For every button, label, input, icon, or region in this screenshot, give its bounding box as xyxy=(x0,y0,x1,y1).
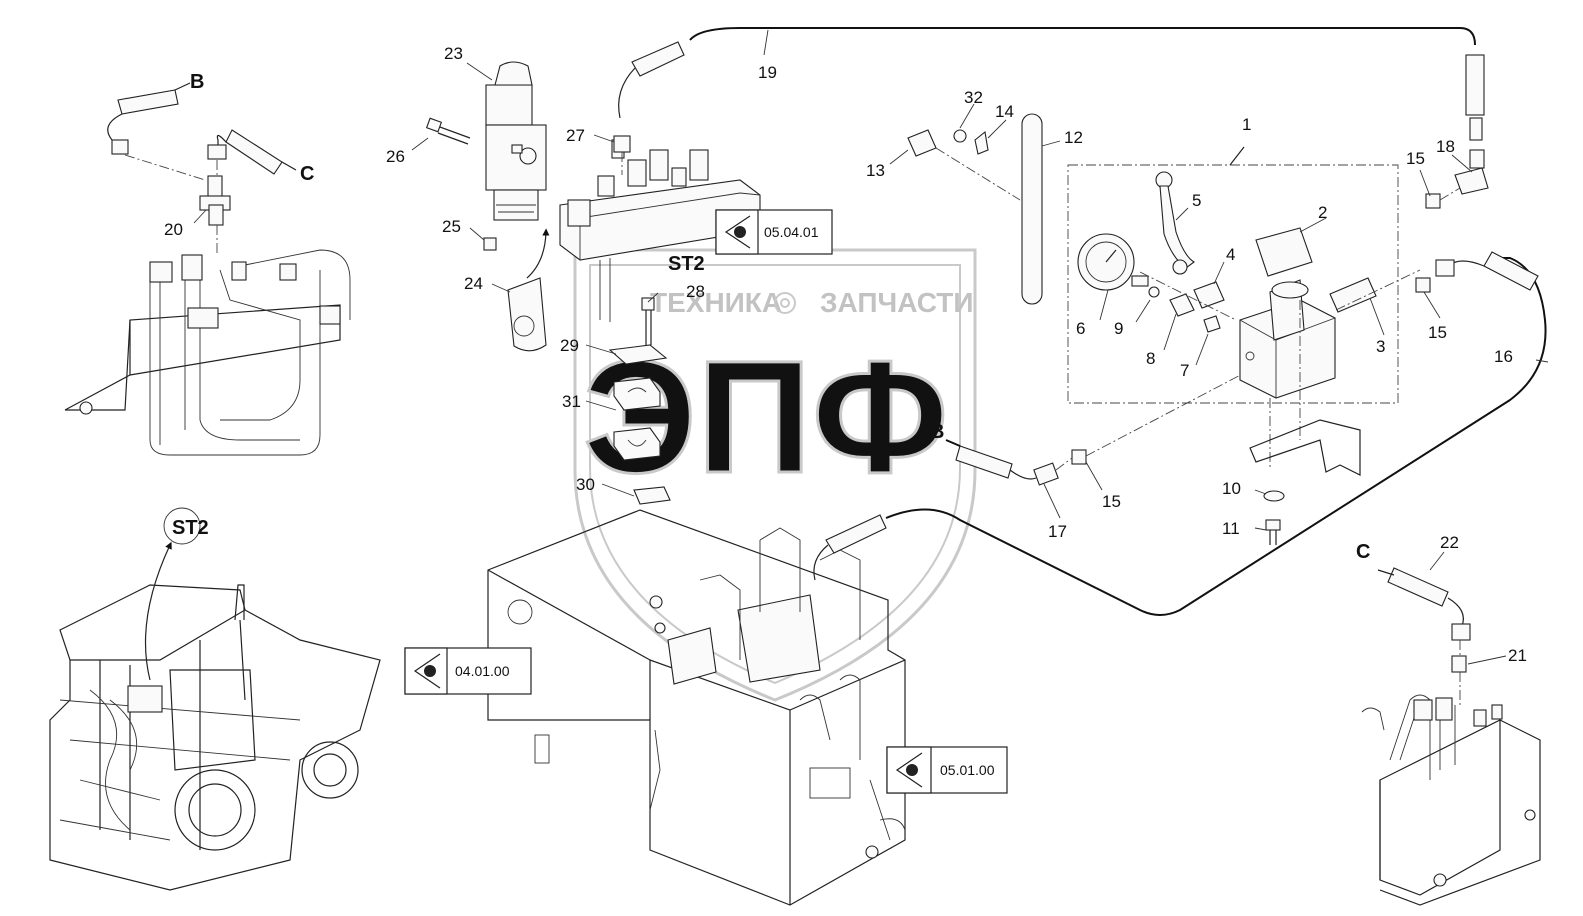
coupling-3 xyxy=(1329,277,1377,313)
callout-2: 2 xyxy=(1318,203,1327,222)
callout-labels: 1 2 3 4 5 6 7 8 9 10 11 12 13 14 15 15 1… xyxy=(164,44,1527,665)
solenoid-valve xyxy=(485,61,547,221)
mount-bracket xyxy=(1249,419,1361,545)
callout-7: 7 xyxy=(1180,361,1189,380)
connector-labels: B C B C ST2 ST2 xyxy=(163,71,1370,563)
hose-16 xyxy=(1415,251,1539,293)
callout-15-top: 15 xyxy=(1406,149,1425,168)
eye-icon xyxy=(895,752,923,788)
bottom-right-subassembly xyxy=(1361,567,1541,906)
st2-marker xyxy=(163,507,201,545)
watermark-text-1: ТЕХНИКА xyxy=(650,287,782,318)
callout-6: 6 xyxy=(1076,319,1085,338)
seal-9 xyxy=(1148,286,1160,298)
watermark-text-2: ЗАПЧАСТИ xyxy=(820,287,973,318)
hand-lever-5 xyxy=(1155,171,1195,275)
hose-19 xyxy=(618,27,1485,141)
callout-13: 13 xyxy=(866,161,885,180)
connector-c-right: C xyxy=(1356,541,1370,563)
eye-icon xyxy=(413,653,441,689)
callout-25: 25 xyxy=(442,217,461,236)
connector-b-mid: B xyxy=(930,421,944,443)
reference-box-050401[interactable]: 05.04.01 xyxy=(715,209,833,255)
callout-16: 16 xyxy=(1494,347,1513,366)
reference-box-050100[interactable]: 05.01.00 xyxy=(886,746,1008,794)
pressure-gauge-6 xyxy=(1077,233,1149,291)
callout-12: 12 xyxy=(1064,128,1083,147)
pump-block xyxy=(1239,227,1336,399)
pump-assembly-boundary xyxy=(1067,164,1399,404)
fitting-7 xyxy=(1203,315,1221,333)
fitting-27 xyxy=(613,135,631,153)
callout-23: 23 xyxy=(444,44,463,63)
leader-lines xyxy=(193,29,1549,665)
callout-15-mid: 15 xyxy=(1102,492,1121,511)
callout-10: 10 xyxy=(1222,479,1241,498)
callout-1: 1 xyxy=(1242,115,1251,134)
eye-icon xyxy=(724,215,751,249)
callout-31: 31 xyxy=(562,392,581,411)
valve-block-manifold xyxy=(559,139,761,322)
bolt-26 xyxy=(425,117,471,145)
callout-24: 24 xyxy=(464,274,483,293)
clamp-assembly xyxy=(608,297,671,505)
hydraulic-tank xyxy=(487,509,906,906)
tool-24 xyxy=(507,228,550,352)
callout-17: 17 xyxy=(1048,522,1067,541)
hose-17 xyxy=(945,369,1251,486)
fitting-15a xyxy=(1425,193,1441,209)
callout-4: 4 xyxy=(1226,245,1235,264)
connector-b-top: B xyxy=(190,71,204,93)
callout-32: 32 xyxy=(964,88,983,107)
callout-21: 21 xyxy=(1508,646,1527,665)
fitting-4 xyxy=(1193,281,1225,309)
callout-9: 9 xyxy=(1114,319,1123,338)
callout-3: 3 xyxy=(1376,337,1385,356)
washer-32 xyxy=(953,129,967,143)
callout-11: 11 xyxy=(1222,519,1240,538)
callout-8: 8 xyxy=(1146,349,1155,368)
elbow-18 xyxy=(1454,149,1489,195)
adapter-8 xyxy=(1169,293,1195,317)
gear-icon xyxy=(774,292,796,314)
callout-5: 5 xyxy=(1192,191,1201,210)
callout-14: 14 xyxy=(995,102,1014,121)
plug-25 xyxy=(483,237,497,251)
reference-box-040100[interactable]: 04.01.00 xyxy=(404,647,532,695)
screw-14 xyxy=(974,130,989,155)
machine-overview-drawing xyxy=(49,541,381,891)
reference-label-050100: 05.01.00 xyxy=(940,762,995,778)
reference-label-040100: 04.01.00 xyxy=(455,663,510,679)
tank-return-hose xyxy=(813,257,1547,616)
callout-15-right: 15 xyxy=(1428,323,1447,342)
callout-22: 22 xyxy=(1440,533,1459,552)
reference-label-050401: 05.04.01 xyxy=(764,224,819,240)
callout-19: 19 xyxy=(758,63,777,82)
callout-18: 18 xyxy=(1436,137,1455,156)
connector-st2-machine: ST2 xyxy=(172,517,209,539)
connector-c-top: C xyxy=(300,163,314,185)
connector-st2-block: ST2 xyxy=(668,253,705,275)
callout-28: 28 xyxy=(686,282,705,301)
top-left-subassembly xyxy=(64,82,351,456)
callout-27: 27 xyxy=(566,126,585,145)
callout-20: 20 xyxy=(164,220,183,239)
callout-30: 30 xyxy=(576,475,595,494)
clip-13 xyxy=(907,129,937,157)
callout-26: 26 xyxy=(386,147,405,166)
callout-29: 29 xyxy=(560,336,579,355)
dipstick-12 xyxy=(1021,113,1043,305)
